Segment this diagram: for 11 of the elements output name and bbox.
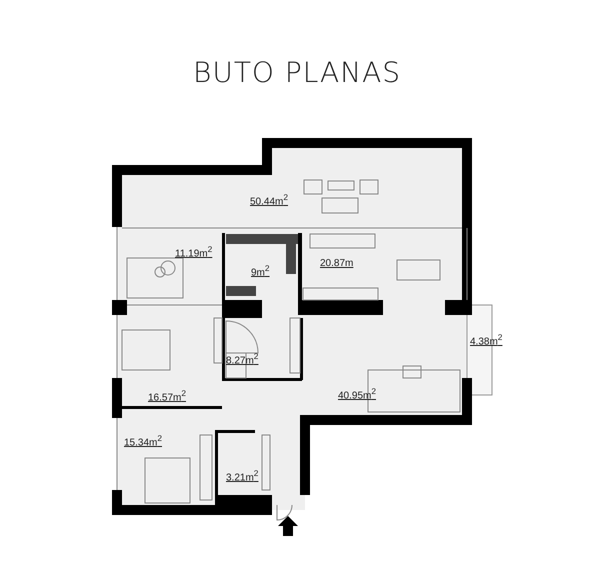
area-label: 50.44m$^{2}$: [250, 191, 288, 208]
area-label: 8.27m$^{2}$: [226, 350, 258, 368]
area-label: 9m$^{2}$: [251, 262, 270, 280]
area-label: 11.19m$^{2}$: [175, 243, 212, 260]
area-label: 3.21m$^{2}$: [226, 467, 258, 484]
area-label: 15.34m$^{2}$: [124, 432, 162, 450]
area-label: 20.87m: [320, 258, 354, 270]
area-label: 16.57m$^{2}$: [148, 387, 186, 404]
plan-title: BUTO PLANAS: [192, 56, 402, 89]
area-label: 4.38m$^{2}$: [470, 331, 502, 348]
area-label: 40.95m$^{2}$: [338, 385, 376, 402]
